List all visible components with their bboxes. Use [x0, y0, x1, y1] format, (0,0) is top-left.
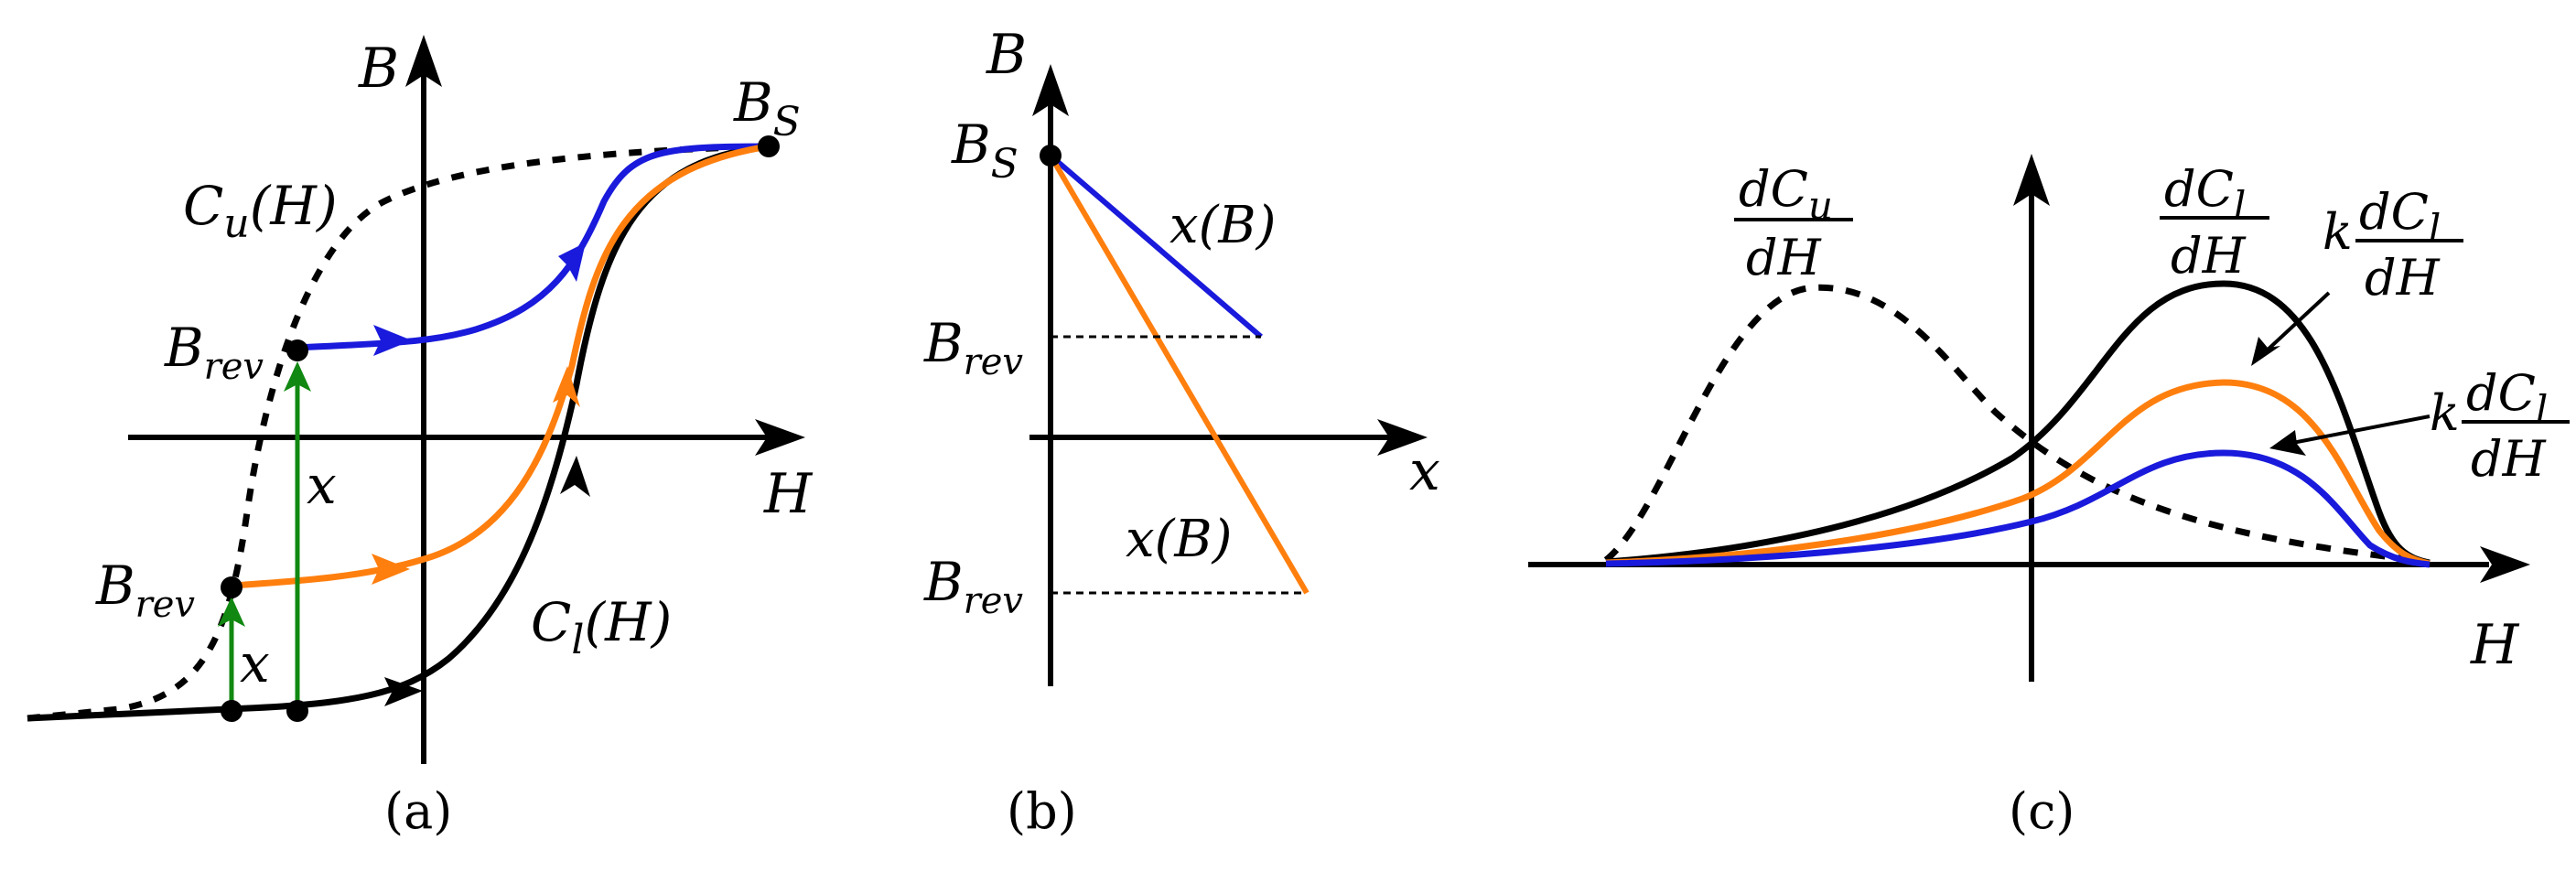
panel-c-pointer-1-head — [2251, 337, 2280, 366]
panel-b-bs-point — [1040, 145, 1062, 167]
panel-a-orange-curve — [231, 143, 770, 589]
panel-a-green-arrowhead-long — [284, 361, 311, 392]
panel-b-b-axis-arrowhead — [1032, 64, 1069, 116]
svg-text:k: k — [2323, 203, 2353, 261]
panel-a-blue-arrow-2 — [558, 242, 586, 282]
panel-a-cu-label: Cu(H) — [183, 175, 338, 247]
panel-c-v-axis-arrowhead — [2013, 154, 2050, 206]
panel-a-brev-lower-point — [221, 576, 243, 598]
svg-text:dH: dH — [1746, 229, 1822, 286]
panel-a-bs-point — [758, 135, 780, 157]
panel-a-x-lower-label: x — [240, 632, 270, 694]
panel-a-bs-label: BS — [733, 71, 801, 145]
panel-a-caption: (a) — [384, 782, 452, 840]
panel-a-orange-arrow-1 — [372, 554, 410, 585]
panel-c-caption: (c) — [2009, 782, 2075, 840]
panel-a-brev-upper-label: Brev — [164, 317, 264, 388]
panel-c-kdcl-orange-curve — [1605, 379, 2430, 567]
panel-c-k2-label: k dCl dH — [2430, 364, 2570, 488]
panel-a: B H BS Cu(H) Cl(H) Brev Brev x x (a) — [27, 35, 814, 840]
panel-a-x-upper-label: x — [307, 454, 337, 516]
panel-b: B x BS x(B) x(B) Brev Brev (b) — [923, 23, 1440, 840]
panel-c-h-axis-arrowhead — [2480, 546, 2530, 583]
svg-text:dCl: dCl — [2359, 183, 2441, 251]
panel-a-blue-arrow-1 — [373, 325, 412, 356]
panel-c-dcl-curve — [1605, 280, 2430, 566]
panel-b-x-axis-arrowhead — [1377, 419, 1428, 456]
panel-a-black-arrow-1 — [384, 677, 423, 706]
panel-a-blue-curve — [296, 143, 770, 351]
panel-a-h-axis-arrowhead — [755, 419, 805, 456]
svg-text:dH: dH — [2471, 430, 2547, 488]
panel-c-dcu-curve — [1603, 284, 2417, 564]
svg-text:k: k — [2430, 384, 2460, 442]
panel-a-brev-lower-label: Brev — [95, 554, 195, 626]
panel-a-green-arrowhead-short — [218, 597, 245, 627]
svg-text:dH: dH — [2171, 227, 2247, 285]
svg-text:dCu: dCu — [1739, 160, 1833, 228]
panel-b-brev-upper-label: Brev — [923, 312, 1023, 383]
panel-a-base-point-1 — [221, 700, 243, 722]
panel-a-cl-label: Cl(H) — [531, 591, 672, 663]
panel-b-x-axis-label: x — [1409, 439, 1440, 503]
panel-b-caption: (b) — [1007, 782, 1077, 840]
panel-c-pointer-1 — [2263, 291, 2331, 354]
panel-b-blue-line — [1049, 153, 1263, 339]
panel-b-bs-label: BS — [951, 113, 1019, 188]
panel-c-k1-label: k dCl dH — [2323, 183, 2463, 307]
panel-a-h-axis-label: H — [763, 462, 814, 526]
panel-b-b-axis-label: B — [986, 23, 1027, 87]
svg-text:dH: dH — [2365, 249, 2441, 307]
panel-c: dCu dH dCl dH k dCl dH k dCl dH H (c) — [1528, 154, 2570, 840]
panel-a-brev-upper-point — [286, 339, 308, 361]
panel-c-pointer-2-head — [2269, 430, 2306, 456]
panel-c-kdcl-blue-curve — [1605, 449, 2430, 568]
panel-a-orange-arrow-2 — [553, 366, 580, 407]
panel-c-dcu-label: dCu dH — [1734, 160, 1853, 286]
panel-c-h-axis-label: H — [2470, 613, 2520, 677]
panel-c-pointer-2 — [2287, 414, 2430, 446]
panel-b-xb-lower-label: x(B) — [1126, 510, 1232, 569]
panel-a-base-point-2 — [286, 700, 308, 722]
panel-a-b-axis-label: B — [358, 37, 399, 101]
panel-b-brev-lower-label: Brev — [923, 551, 1023, 622]
panel-a-black-arrow-2 — [560, 456, 590, 497]
panel-c-dcl-label: dCl dH — [2160, 160, 2269, 285]
panel-b-orange-line — [1048, 154, 1310, 595]
panel-b-xb-upper-label: x(B) — [1169, 196, 1276, 255]
panel-a-b-axis-arrowhead — [405, 35, 442, 87]
